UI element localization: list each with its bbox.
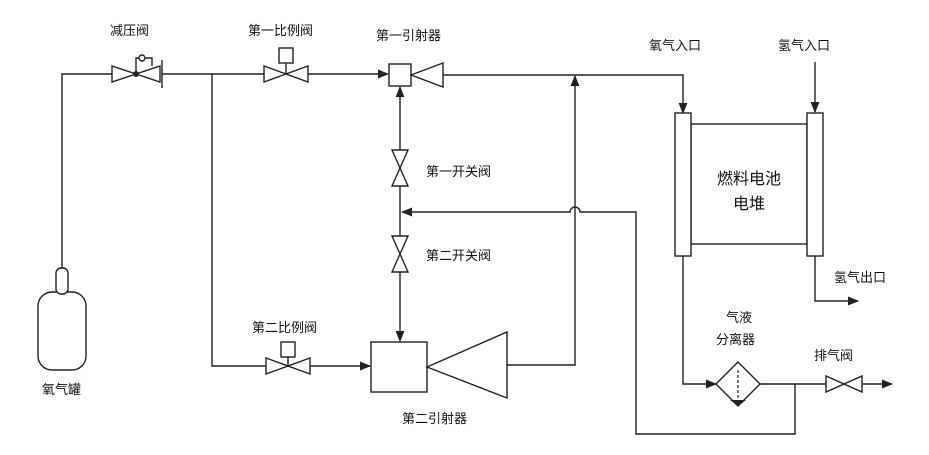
first-switch-valve-label: 第一开关阀 — [426, 165, 491, 180]
pipe-tank-supply — [62, 74, 112, 268]
second-proportional-valve — [266, 342, 310, 374]
pipe-oxygen-outlet — [683, 256, 716, 384]
second-ejector-label: 第二引射器 — [402, 411, 467, 427]
first-proportional-valve — [264, 48, 308, 82]
second-switch-valve — [392, 236, 408, 272]
first-ejector-label: 第一引射器 — [376, 28, 441, 44]
first-switch-valve — [392, 150, 408, 186]
second-switch-valve-label: 第二开关阀 — [426, 249, 491, 264]
hydrogen-inlet-label: 氢气入口 — [778, 38, 830, 54]
second-proportional-valve-label: 第二比例阀 — [252, 321, 317, 336]
fuel-cell-stack-label-line1: 燃料电池 — [717, 169, 781, 188]
pipe-second-ejector-outlet — [507, 76, 575, 365]
gas-liquid-separator-label-line2: 分离器 — [716, 332, 755, 348]
oxygen-inlet-label: 氧气入口 — [649, 38, 701, 54]
exhaust-valve-label: 排气阀 — [814, 348, 853, 364]
oxygen-tank — [38, 268, 86, 370]
pipe-first-ejector-outlet — [443, 75, 683, 113]
gas-liquid-separator — [716, 362, 760, 406]
first-ejector — [389, 63, 443, 87]
exhaust-valve — [826, 376, 862, 392]
second-ejector — [371, 332, 507, 398]
gas-liquid-separator-label-line1: 气液 — [726, 310, 752, 326]
first-proportional-valve-label: 第一比例阀 — [248, 24, 313, 39]
pressure-reducing-valve-label: 减压阀 — [110, 24, 149, 39]
fuel-cell-stack-label-line2: 电堆 — [733, 194, 765, 213]
hydrogen-outlet-label: 氢气出口 — [834, 270, 886, 286]
oxygen-tank-label: 氧气罐 — [42, 382, 81, 398]
pressure-reducing-valve — [112, 55, 162, 88]
